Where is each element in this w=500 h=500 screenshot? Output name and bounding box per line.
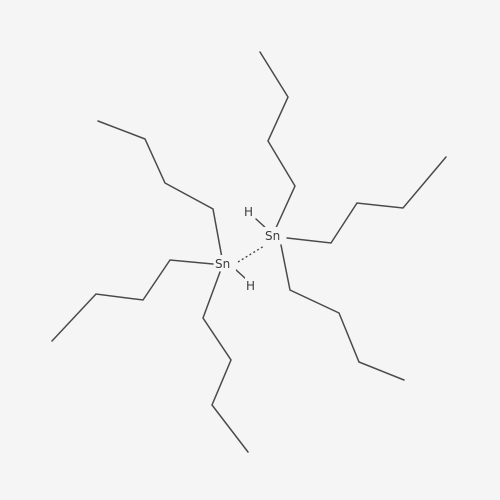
butyl-chain-lower-2: [51, 259, 214, 342]
hydrogen-atom-lower: H: [245, 277, 257, 293]
sn-h-bond-lower: [234, 268, 247, 280]
butyl-chain-upper-3: [280, 244, 405, 381]
tin-label-upper: Sn: [265, 229, 280, 243]
butyl-chain-lower-3: [202, 271, 249, 453]
tin-atom-upper: Sn: [264, 227, 286, 243]
hydrogen-label-upper: H: [244, 205, 253, 219]
butyl-chain-lower-1: [97, 120, 223, 259]
tin-atom-lower: Sn: [214, 255, 236, 271]
butyl-chain-upper-2: [286, 156, 447, 244]
sn-h-dashed-bond-1: [237, 245, 265, 263]
hydrogen-atom-upper: H: [243, 203, 255, 219]
butyl-chain-upper-1: [259, 51, 296, 231]
hydrogen-label-lower: H: [246, 279, 255, 293]
tin-label-lower: Sn: [215, 257, 230, 271]
